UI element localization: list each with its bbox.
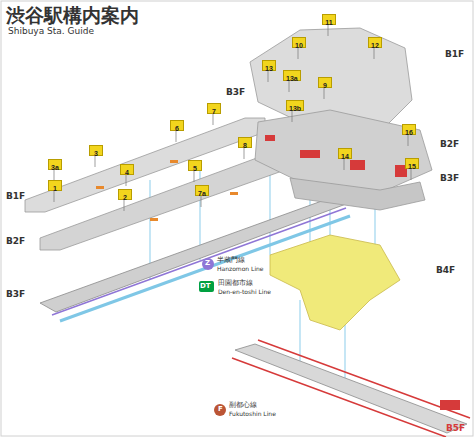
line-label: F [218,406,223,413]
leader-line [213,114,214,125]
exit-number: 14 [341,153,349,160]
b3f-hall [290,178,425,210]
exit-tag: 8 [238,137,252,148]
exit-number: 7 [212,108,216,115]
leader-line [344,159,345,170]
leader-line [194,171,195,182]
exit-number: 7a [198,190,206,197]
line-label: 田園都市線 [218,280,253,287]
map-title: 渋谷駅構内案内 [6,3,139,29]
exit-tag: 4 [120,164,134,175]
floor-label: B2F [440,140,459,149]
exit-tag: 3a [48,159,62,170]
exit-tag: 9 [318,77,332,88]
exit-tag: 15 [405,158,419,169]
b2f-hall [255,110,432,192]
floor-label: B1F [445,50,464,59]
leader-line [324,88,325,99]
line-badge [214,404,226,416]
leader-line [408,135,409,146]
leader-line [374,48,375,59]
exit-number: 8 [243,142,247,149]
exit-number: 15 [408,163,416,170]
exit-number: 11 [325,19,332,26]
leader-line [124,200,125,211]
fukutoshin-platform [235,344,467,433]
exit-number: 1 [53,185,57,192]
exit-tag: 12 [368,37,382,48]
exit-number: 13 [265,65,273,72]
line-label: 副都心線 [229,402,257,409]
leader-line [268,71,269,82]
leader-line [95,156,96,167]
floor-label: B2F [6,237,25,246]
leader-line [176,131,177,142]
exit-tag: 3 [89,145,103,156]
line-badge [202,258,214,270]
exit-tag: 1 [48,180,62,191]
exit-number: 3a [51,164,59,171]
exit-tag: 13 [262,60,276,71]
leader-line [298,48,299,59]
leader-line [292,111,293,122]
line-label: Z [205,260,210,267]
exit-tag: 6 [170,120,184,131]
line-label: Fukutoshin Line [229,411,276,417]
line-label: 半蔵門線 [217,257,245,264]
leader-line [289,81,290,92]
leader-line [244,148,245,159]
leader-line [126,175,127,186]
exit-tag: 5 [188,160,202,171]
exit-number: 3 [94,150,98,157]
exit-tag: 16 [402,124,416,135]
exit-tag: 2 [118,189,132,200]
red-marker [440,400,460,410]
b4f-concourse [270,235,400,330]
leader-line [54,191,55,202]
exit-number: 13a [286,75,298,82]
floor-label: B4F [436,266,455,275]
line-label: DT [200,283,211,290]
line-badge [199,281,214,292]
leader-line [201,196,202,207]
floor-label: B3F [440,174,459,183]
exit-tag: 11 [322,14,336,25]
exit-number: 9 [323,82,327,89]
exit-number: 4 [125,169,129,176]
b1f-concourse [25,118,265,212]
floor-label: B1F [6,192,25,201]
subtitle: Shibuya Sta. Guide [8,27,94,36]
floor-label: B5F [446,424,465,433]
fukutoshin-track [258,340,470,418]
exit-number: 6 [175,125,179,132]
leader-line [328,25,329,36]
floor-label: B3F [6,290,25,299]
exit-number: 12 [371,42,379,49]
line-label: Hanzomon Line [217,266,264,272]
exit-tag: 13b [286,100,304,111]
exit-number: 10 [295,42,303,49]
exit-number: 16 [405,129,413,136]
floor-label: B3F [226,88,245,97]
exit-tag: 14 [338,148,352,159]
exit-number: 13b [289,105,301,112]
exit-number: 2 [123,194,127,201]
exit-tag: 7 [207,103,221,114]
leader-line [411,169,412,180]
exit-number: 5 [193,165,197,172]
exit-tag: 13a [283,70,301,81]
red-areas [265,135,407,177]
exit-tag: 10 [292,37,306,48]
exit-tag: 7a [195,185,209,196]
line-label: Den-en-toshi Line [218,289,271,295]
escalator-marks [96,160,238,221]
